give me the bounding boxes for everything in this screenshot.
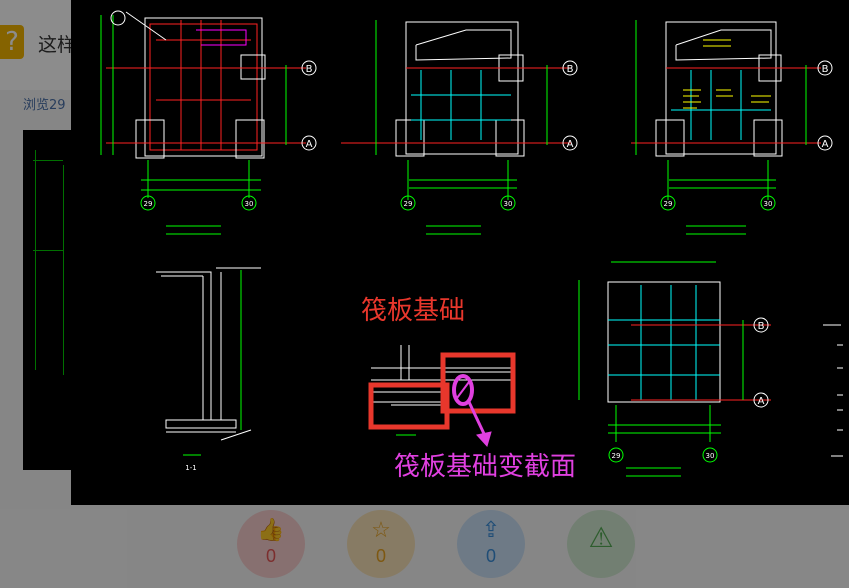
axis-29-label-4: 29: [612, 452, 621, 460]
axis-a-label-3: A: [822, 139, 829, 150]
favorite-count: 0: [375, 546, 386, 566]
axis-b-label-1: B: [306, 64, 313, 75]
page-title: 这样: [38, 34, 77, 56]
axis-29-label-2: 29: [404, 200, 413, 208]
axis-30-label-2: 30: [504, 200, 513, 208]
axis-30-label-4: 30: [706, 452, 715, 460]
raft-section-change-annotation: 筏板基础变截面: [394, 452, 577, 482]
like-count: 0: [265, 546, 276, 566]
axis-30-label-3: 30: [764, 200, 773, 208]
section-1-1: [156, 267, 261, 456]
axis-30-label-1: 30: [245, 200, 254, 208]
axis-b-label-4: B: [758, 321, 765, 332]
plan-4: [578, 261, 771, 477]
plan-2: [341, 20, 571, 235]
drawing-thumbnail[interactable]: [23, 130, 73, 470]
favorite-button[interactable]: ☆ 0: [347, 510, 415, 578]
axis-29-label-1: 29: [144, 200, 153, 208]
raft-foundation-highlight: [368, 382, 450, 430]
cad-drawing: B A B A B A B A 29 30 29 30 29 30 29 30 …: [100, 10, 843, 477]
share-button[interactable]: ⇪ 0: [457, 510, 525, 578]
raft-foundation-annotation: 筏板基础: [361, 296, 466, 326]
like-button[interactable]: 👍 0: [237, 510, 305, 578]
axis-b-label-2: B: [567, 64, 574, 75]
question-icon: ?: [0, 25, 24, 59]
report-button[interactable]: ⚠: [567, 510, 635, 578]
star-icon: ☆: [371, 517, 391, 542]
raft-section-change-highlight: [440, 352, 516, 414]
view-count: 浏览29: [23, 98, 66, 113]
warning-icon: ⚠: [588, 522, 614, 553]
cad-image-viewer[interactable]: B A B A B A B A 29 30 29 30 29 30 29 30 …: [71, 0, 849, 505]
section-label: 1-1: [185, 464, 196, 472]
share-count: 0: [485, 546, 496, 566]
share-icon: ⇪: [481, 517, 501, 542]
axis-29-label-3: 29: [664, 200, 673, 208]
plan-3: [631, 20, 821, 235]
axis-a-label-4: A: [758, 396, 765, 407]
axis-a-label-2: A: [567, 139, 574, 150]
thumbs-up-icon: 👍: [257, 517, 285, 542]
axis-a-label-1: A: [306, 139, 313, 150]
axis-b-label-3: B: [822, 64, 829, 75]
plan-1: [100, 10, 306, 235]
